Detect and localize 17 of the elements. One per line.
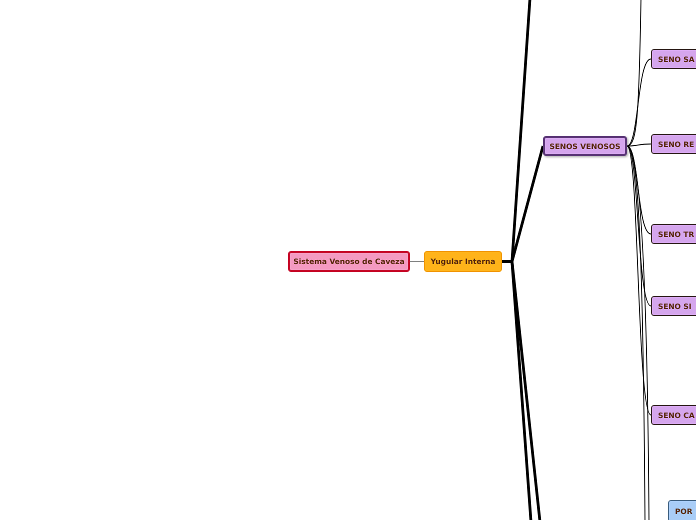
- topic-box: [651, 224, 696, 244]
- connector-line: [410, 261, 424, 262]
- connector-line: [626, 0, 642, 146]
- connector-line: [626, 144, 652, 146]
- topic-box: [543, 136, 627, 156]
- topic-box: [651, 296, 696, 316]
- topic-box: [424, 251, 502, 272]
- connector-line: [626, 146, 652, 416]
- topic-box: [288, 251, 410, 272]
- connector-line: [626, 58, 652, 146]
- connector-line: [626, 146, 652, 234]
- connector-line: [502, 260, 542, 520]
- topic-box: [651, 134, 696, 154]
- topic-box: [651, 405, 696, 425]
- connector-line: [626, 146, 646, 520]
- topic-box: [651, 49, 696, 69]
- connector-line: [626, 146, 650, 520]
